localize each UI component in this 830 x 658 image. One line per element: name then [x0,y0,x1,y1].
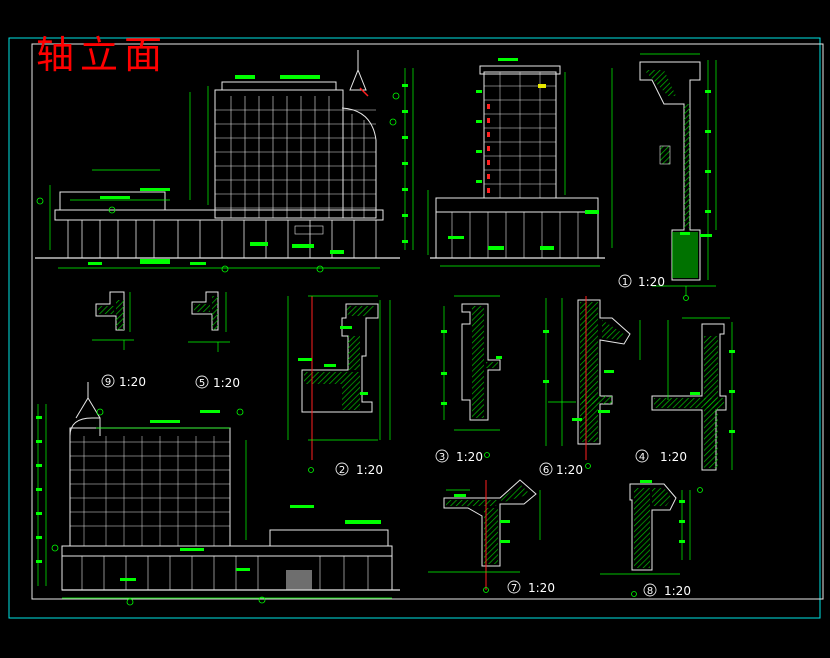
detail-5-scale: 1:20 [213,376,240,390]
detail-7-section: 7 1:20 [428,479,555,595]
detail-9-section: 9 1:20 [92,291,146,389]
detail-1-number: 1 [622,277,628,288]
detail-3-scale: 1:20 [456,450,483,464]
detail-3-number: 3 [439,452,445,463]
drawing-border [31,43,824,600]
detail-9-number: 9 [105,377,111,388]
detail-2-section: 2 1:20 [287,295,391,477]
drawing-title: 轴立面 [36,33,169,77]
detail-3-section: 3 1:20 [435,295,502,464]
detail-5-section: 5 1:20 [188,291,240,390]
detail-4-number: 4 [639,452,645,463]
detail-6-scale: 1:20 [556,463,583,477]
detail-2-scale: 1:20 [356,463,383,477]
detail-5-number: 5 [199,378,205,389]
detail-6-number: 6 [543,465,549,476]
detail-7-scale: 1:20 [528,581,555,595]
detail-6-section: 6 1:20 [539,296,641,477]
detail-9-scale: 1:20 [119,375,146,389]
detail-4-scale: 1:20 [660,450,687,464]
detail-1-marker [618,274,632,288]
sheet-border [8,37,821,619]
detail-4-section: 4 1:20 [635,317,735,493]
detail-7-number: 7 [511,583,517,594]
elevation-b [427,58,605,267]
detail-8-scale: 1:20 [664,584,691,598]
detail-1-section: 1 1:20 [611,53,717,301]
elevation-c [36,382,400,606]
elevation-a [35,50,414,273]
detail-8-number: 8 [647,586,653,597]
detail-2-number: 2 [339,465,345,476]
detail-8-section: 8 1:20 [600,480,691,598]
detail-1-scale: 1:20 [638,275,665,289]
